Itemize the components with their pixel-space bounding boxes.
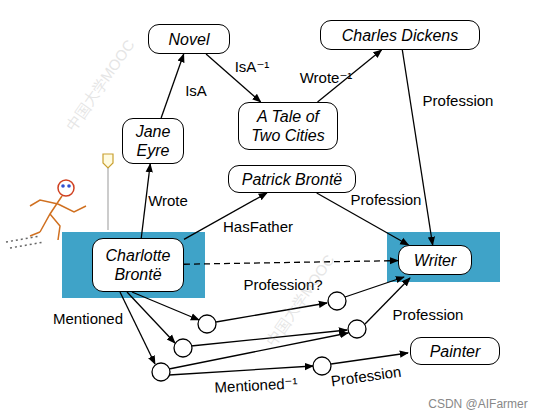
pin-icon [103,154,113,230]
entity-name: A Tale of Two Cities [244,107,332,145]
entity-node: Patrick Brontë [228,165,356,193]
watermark-text: CSDN @AIFarmer [428,396,528,413]
highlight-band [62,232,205,298]
entity-name: Patrick Brontë [242,170,342,189]
entity-node: Jane Eyre [122,118,184,164]
relation-label: HasFather [223,218,293,235]
relation-label: Mentioned [53,310,123,327]
relation-label: IsA [185,82,207,99]
walker-figure [6,180,86,248]
anonymous-entity [152,292,366,381]
entity-name: Charlotte Brontë [98,246,178,284]
entity-node: Charles Dickens [320,20,480,50]
relation-label: Profession [351,191,422,208]
entity-name: Painter [430,342,481,361]
relation-arrow [161,54,184,118]
relation-label: IsA⁻¹ [235,58,270,75]
relation-label: Profession [423,92,494,109]
entity-name: Writer [414,251,457,270]
relation-label: Profession [330,363,403,390]
entity-name: Novel [169,30,210,49]
relation-arrow [184,261,398,265]
entity-node: Painter [410,337,500,365]
entity-node: A Tale of Two Cities [238,102,338,150]
entity-node: Charlotte Brontë [92,238,184,292]
relation-label: Wrote [148,192,188,209]
relation-label: Mentioned⁻¹ [214,374,298,395]
relation-label: Wrote⁻¹ [300,69,353,86]
relation-arrow [402,50,432,245]
entity-name: Jane Eyre [128,122,178,160]
relation-label: Profession [393,306,464,323]
watermark-text: 中国大学MOOC [262,251,337,348]
entity-node: Writer [398,245,472,275]
entity-node: Novel [148,24,230,54]
entity-name: Charles Dickens [342,26,458,45]
highlight-band [387,232,500,282]
